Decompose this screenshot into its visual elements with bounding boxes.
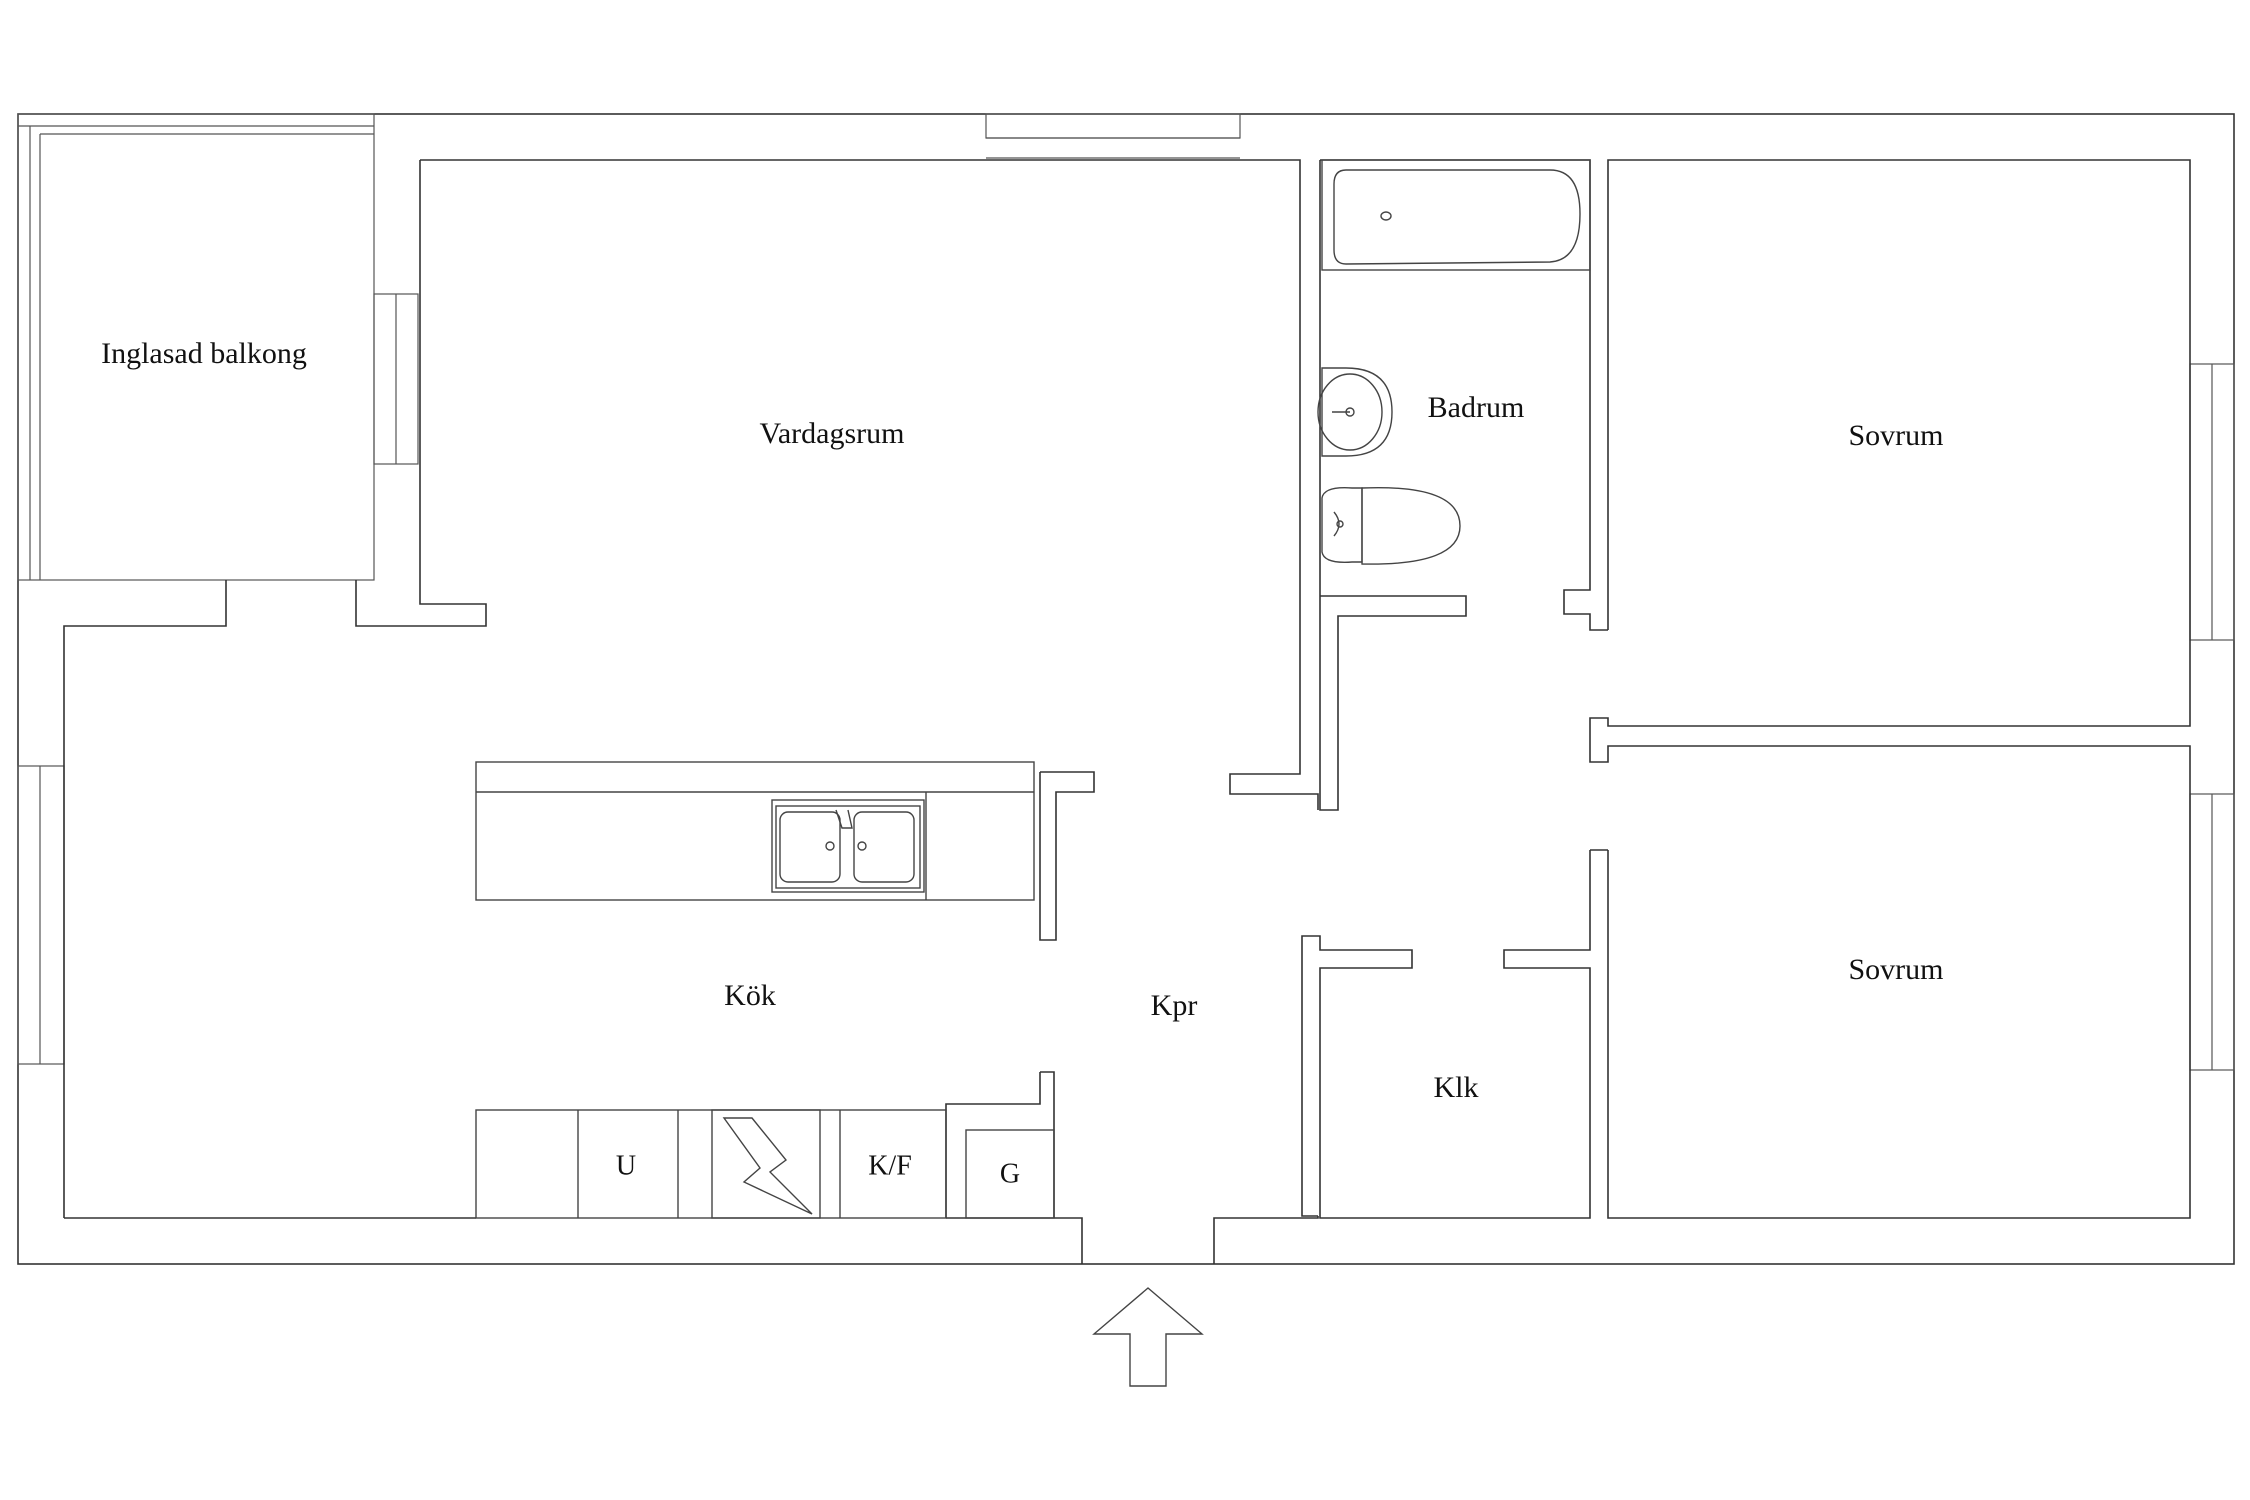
room-label-bedroom-1: Sovrum xyxy=(1848,419,1943,452)
g-unit-label: G xyxy=(1000,1158,1020,1189)
kitchen-counter xyxy=(475,1109,1055,1219)
inner-walls-east xyxy=(1301,159,2191,1219)
living-kitchen-walls xyxy=(63,159,1319,1264)
windows xyxy=(17,113,2235,1071)
room-label-closet: Klk xyxy=(1434,1071,1479,1104)
room-label-hall: Kpr xyxy=(1151,989,1198,1022)
stove-icon xyxy=(711,1109,821,1219)
double-sink-icon xyxy=(771,799,925,893)
arrow-up-icon xyxy=(1092,1287,1204,1387)
room-label-bathroom: Badrum xyxy=(1428,391,1525,424)
washbasin-icon xyxy=(1317,367,1393,457)
kitchen-island xyxy=(475,761,1035,901)
room-label-kitchen: Kök xyxy=(724,979,776,1012)
room-label-bedroom-2: Sovrum xyxy=(1848,953,1943,986)
outer-walls xyxy=(17,113,2235,1265)
bathtub-icon xyxy=(1321,159,1591,271)
room-label-balcony: Inglasad balkong xyxy=(101,337,307,370)
fridge-freezer-label: K/F xyxy=(868,1150,912,1181)
freezer-label: U xyxy=(616,1150,636,1181)
toilet-icon xyxy=(1321,486,1461,565)
room-label-living-room: Vardagsrum xyxy=(760,417,905,450)
